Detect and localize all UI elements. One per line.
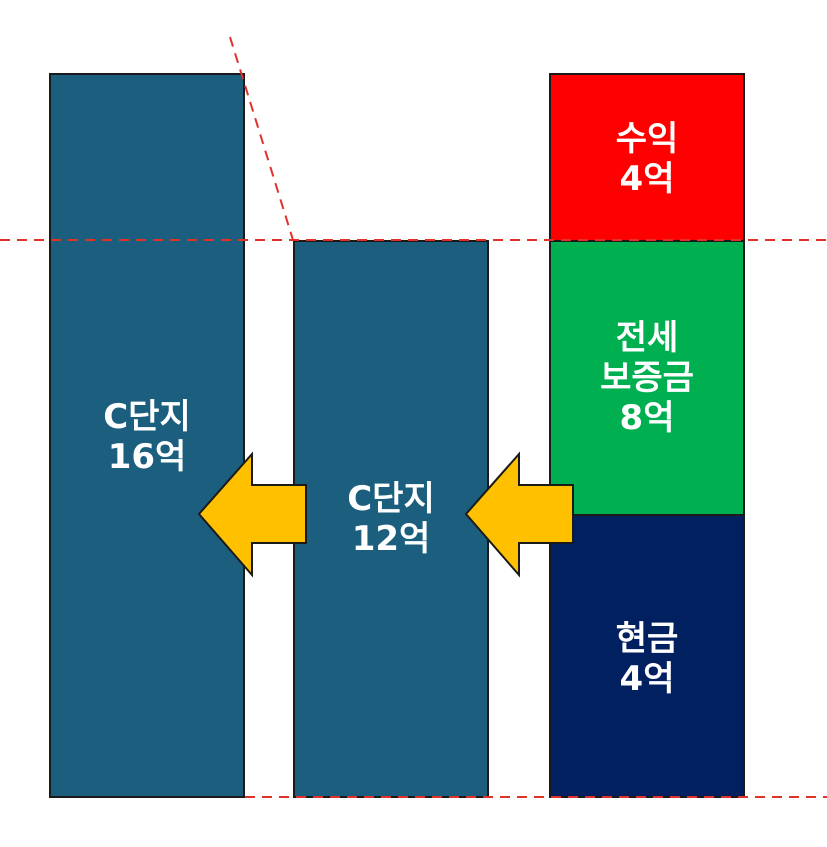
block-deposit: 전세 보증금 8억 bbox=[549, 240, 745, 516]
block-cash-line2: 4억 bbox=[619, 659, 675, 699]
block-cash-label: 현금 4억 bbox=[551, 619, 743, 699]
block-c-complex-16: C단지 16억 bbox=[49, 73, 245, 798]
block-c-complex-16-label: C단지 16억 bbox=[51, 397, 243, 477]
block-profit-label: 수익 4억 bbox=[551, 119, 743, 199]
block-deposit-line2: 보증금 bbox=[600, 358, 694, 398]
block-c-complex-12: C단지 12억 bbox=[293, 240, 489, 798]
block-deposit-line1: 전세 bbox=[615, 318, 679, 358]
block-deposit-label: 전세 보증금 8억 bbox=[551, 318, 743, 438]
block-middle-line2: 12억 bbox=[351, 519, 431, 559]
block-profit: 수익 4억 bbox=[549, 73, 745, 242]
block-cash: 현금 4억 bbox=[549, 514, 745, 798]
block-profit-line1: 수익 bbox=[615, 119, 679, 159]
block-c-complex-12-label: C단지 12억 bbox=[295, 479, 487, 559]
block-left-line1: C단지 bbox=[103, 397, 191, 437]
block-cash-line1: 현금 bbox=[615, 619, 679, 659]
block-deposit-line3: 8억 bbox=[619, 398, 675, 438]
block-left-line2: 16억 bbox=[107, 437, 187, 477]
block-profit-line2: 4억 bbox=[619, 159, 675, 199]
block-middle-line1: C단지 bbox=[347, 479, 435, 519]
